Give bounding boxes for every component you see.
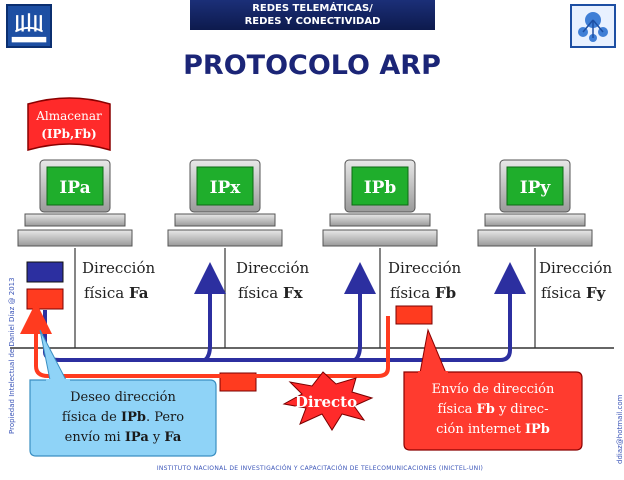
svg-text:física Fx: física Fx [238,284,304,302]
network-logo-icon [570,4,616,48]
request-line3-prefix: envío mi [65,430,125,445]
computer-label: IPa [59,178,90,198]
computer-ipx: IPx [167,159,283,247]
computer-ipy: IPy [477,159,593,247]
request-line3-bold2: Fa [164,430,182,445]
svg-text:física Fb y direc-: física Fb y direc- [438,402,549,417]
broadcast-packet [26,261,64,283]
address-value: Fb [435,284,456,302]
svg-text:física Fb: física Fb [390,284,456,302]
copyright-side-text: Propiedad Intelectual de Daniel Díaz @ 2… [8,277,16,434]
course-banner: REDES TELEMÁTICAS/ REDES Y CONECTIVIDAD [190,0,435,30]
stored-packet [26,288,64,310]
computer-label: IPx [210,178,242,198]
svg-text:envío mi IPa y Fa: envío mi IPa y Fa [65,430,182,445]
address-line1: Dirección [82,259,156,277]
institution-footer: INSTITUTO NACIONAL DE INVESTIGACIÓN Y CA… [156,465,484,472]
address-label-fa: Dirección física Fa [82,259,156,302]
address-prefix: física [84,284,129,302]
request-line1: Deseo dirección [70,390,176,405]
reply-line2-bold: Fb [476,402,494,417]
address-prefix: física [238,284,283,302]
store-flag-line1: Almacenar [35,109,102,123]
request-line2-suffix: . Pero [146,410,184,425]
banner-line-2: REDES Y CONECTIVIDAD [244,16,381,27]
request-line2-bold: IPb [121,410,146,425]
reply-packet [395,305,433,325]
reply-arrow [20,302,390,378]
broadcast-arrow-ipx [194,262,226,362]
address-value: Fy [586,284,607,302]
address-line1: Dirección [388,259,462,277]
institution-logo-icon [6,4,52,48]
reply-line1: Envío de dirección [432,382,555,397]
computer-ipa: IPa [17,159,133,247]
address-line1: Dirección [539,259,613,277]
address-value: Fx [283,284,304,302]
reply-line2-prefix: física [438,402,477,417]
svg-text:física de IPb. Pero: física de IPb. Pero [62,410,184,425]
reply-line2-suffix: y direc- [495,402,549,417]
reply-line3-prefix: ción internet [436,422,525,437]
address-label-fx: Dirección física Fx [236,259,310,302]
svg-text:ción internet IPb: ción internet IPb [436,422,550,437]
computer-ipb: IPb [322,159,438,247]
store-flag: Almacenar (IPb,Fb) [27,97,111,152]
request-line2-prefix: física de [62,410,121,425]
page-title: PROTOCOLO ARP [183,50,441,81]
address-label-fy: Dirección física Fy [539,259,613,302]
burst-label: Directo [295,393,357,411]
request-callout: Deseo dirección física de IPb. Pero enví… [29,329,217,457]
email-side-text: ddiaz@hotmail.com [616,394,624,464]
computer-label: IPb [364,178,397,198]
address-value: Fa [129,284,149,302]
reply-callout: Envío de dirección física Fb y direc- ci… [403,328,583,451]
header-bar: REDES TELEMÁTICAS/ REDES Y CONECTIVIDAD [0,0,624,52]
address-line1: Dirección [236,259,310,277]
request-line3-mid: y [149,430,165,445]
reply-line3-bold: IPb [525,422,550,437]
svg-text:física Fa: física Fa [84,284,149,302]
address-label-fb: Dirección física Fb [388,259,462,302]
request-line3-bold1: IPa [125,430,150,445]
direct-burst: Directo [282,371,374,431]
store-flag-line2: (IPb,Fb) [41,127,96,141]
computer-label: IPy [520,178,552,198]
svg-text:física Fy: física Fy [541,284,607,302]
broadcast-arrow-ipb [344,262,376,362]
address-prefix: física [390,284,435,302]
address-prefix: física [541,284,586,302]
banner-line-1: REDES TELEMÁTICAS/ [252,3,373,14]
